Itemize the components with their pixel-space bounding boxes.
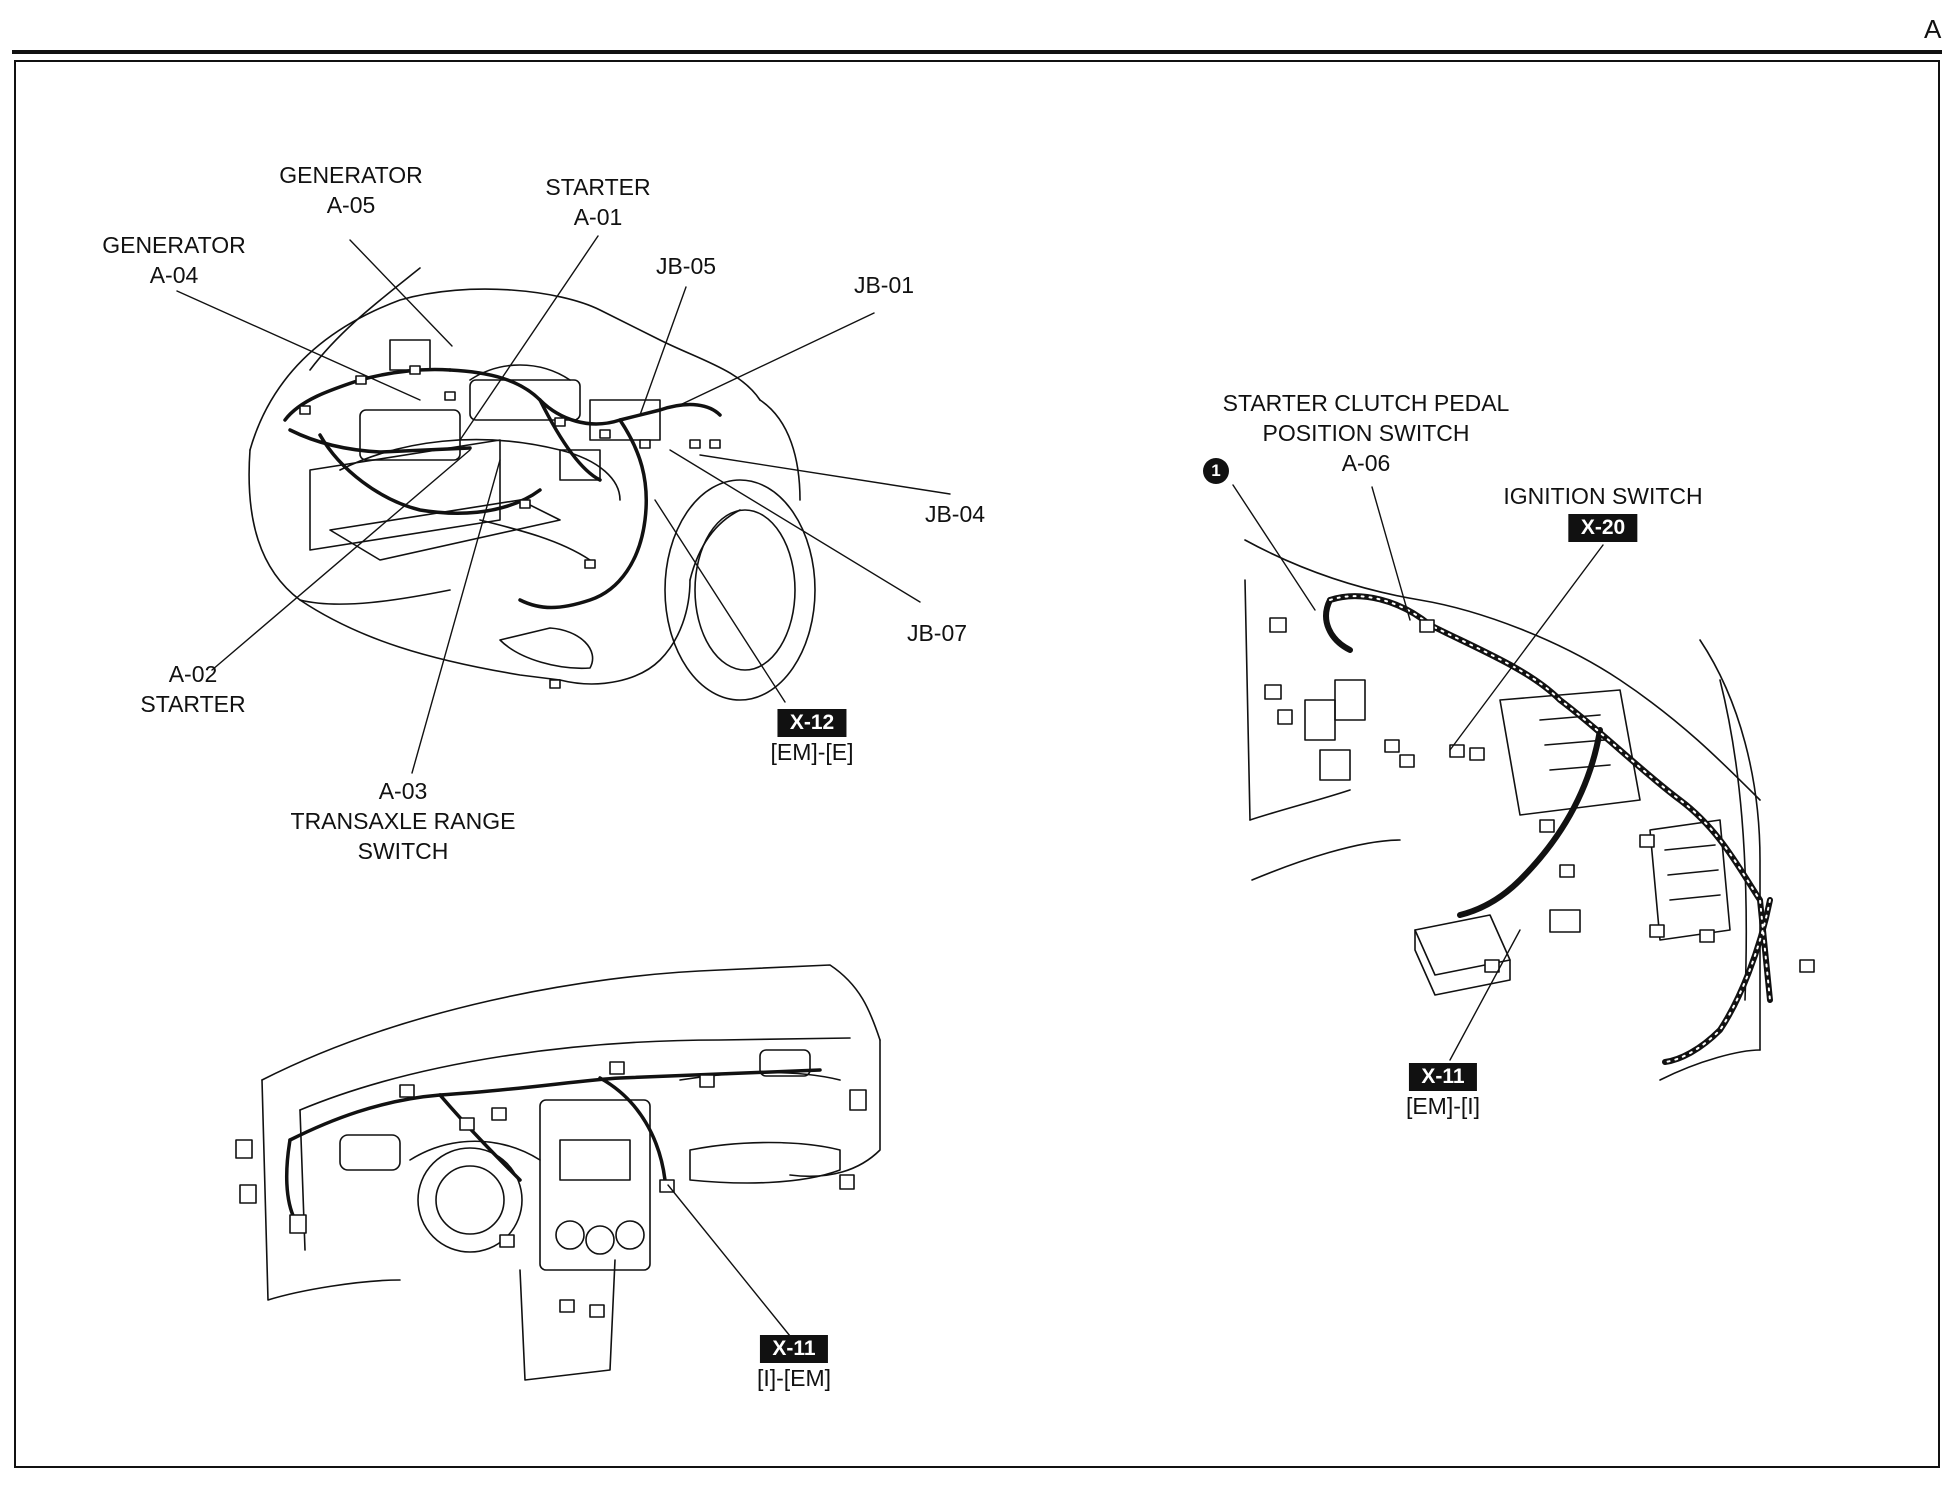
x12-connector-label: X-12 [EM]-[E] [770, 709, 854, 765]
header-rule [12, 50, 1942, 54]
starter-a01-label: STARTER A-01 [545, 174, 651, 230]
callout-marker-1: 1 [1203, 458, 1229, 484]
jb07-label: JB-07 [906, 620, 968, 646]
diagram-frame [14, 60, 1940, 1468]
pedal-area-connectors [1264, 617, 1815, 973]
engine-bay-connectors [299, 365, 721, 689]
engine-bay-harness [283, 367, 722, 610]
x11-dash-badge: X-11 [760, 1335, 828, 1363]
clutch-switch-a06-label: STARTER CLUTCH PEDAL POSITION SWITCH A-0… [1222, 390, 1510, 476]
starter-a02-label: A-02 STARTER [140, 661, 246, 717]
x11-dash-connector-label: X-11 [I]-[EM] [756, 1335, 832, 1391]
x12-badge: X-12 [777, 709, 847, 737]
ignition-switch-label: IGNITION SWITCH X-20 [1503, 481, 1703, 542]
engine-bay-illustration [248, 267, 816, 701]
generator-a05-label: GENERATOR A-05 [279, 162, 423, 218]
transaxle-a03-label: A-03 TRANSAXLE RANGE SWITCH [290, 778, 516, 864]
x11-pedal-connector-label: X-11 [EM]-[I] [1405, 1063, 1481, 1119]
dashboard-illustration [261, 964, 881, 1381]
pedal-area-leaders [1232, 484, 1604, 1061]
dashboard-leader [667, 1184, 791, 1337]
engine-bay-leaders [176, 235, 951, 774]
pedal-area-illustration [1244, 539, 1761, 1081]
dashboard-harness [284, 1068, 822, 1222]
generator-a04-label: GENERATOR A-04 [102, 232, 246, 288]
x20-badge: X-20 [1568, 514, 1638, 542]
x11-pedal-badge: X-11 [1409, 1063, 1477, 1091]
pedal-area-harness-dots [1329, 595, 1771, 1063]
page-letter: A [1924, 14, 1942, 44]
jb05-label: JB-05 [655, 253, 717, 279]
jb04-label: JB-04 [924, 501, 986, 527]
jb01-label: JB-01 [853, 272, 915, 298]
